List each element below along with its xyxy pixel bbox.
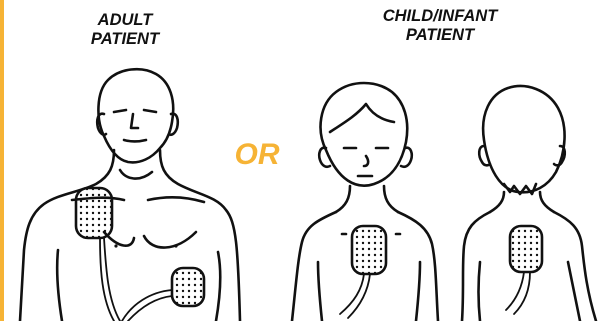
adult-pec-right [144,232,196,248]
electrode-pad-icon [352,226,386,274]
adult-neck-line [120,170,152,179]
child-front-nose [364,156,368,166]
adult-brow-left [114,110,126,112]
adult-mouth [124,140,146,142]
electrode-pad-icon [76,188,112,238]
child-front-pad-cable [348,274,370,318]
child-back-hairline [504,184,536,194]
child-back-pad-cable [514,272,530,314]
child-back-neck [540,192,554,212]
child-back-neck [490,192,504,212]
child-back-head-outline [483,86,564,192]
adult-brow-right [144,110,156,112]
adult-head-outline [98,69,173,162]
child-front-head-outline [321,83,408,186]
electrode-pad-icon [510,226,542,272]
adult-arm-right [216,252,220,321]
child-back-arm-right [568,262,580,321]
child-front-arm-right [416,262,420,321]
child-front-neck [384,186,398,212]
adult-nipple-left [114,244,117,247]
child-front-pad-cable [340,274,364,314]
child-front-arm-left [318,262,322,321]
adult-nose [131,114,138,128]
child-back-with-pad-icon [462,86,596,321]
child-front-with-pad-icon [292,83,438,321]
child-back-body-left [462,212,490,321]
child-back-arm-left [479,262,481,321]
adult-pad-cable [104,238,120,321]
child-front-hair [330,104,394,132]
adult-pad-cable [128,296,172,321]
adult-arm-left [57,250,62,321]
adult-clavicle-right [148,197,204,202]
child-front-neck [336,186,350,212]
adult-nipple-right [174,244,177,247]
electrode-pad-icon [172,268,204,306]
adult-torso-with-pads-icon [20,69,240,321]
child-front-body-left [292,212,336,321]
child-back-body-right [554,212,596,321]
